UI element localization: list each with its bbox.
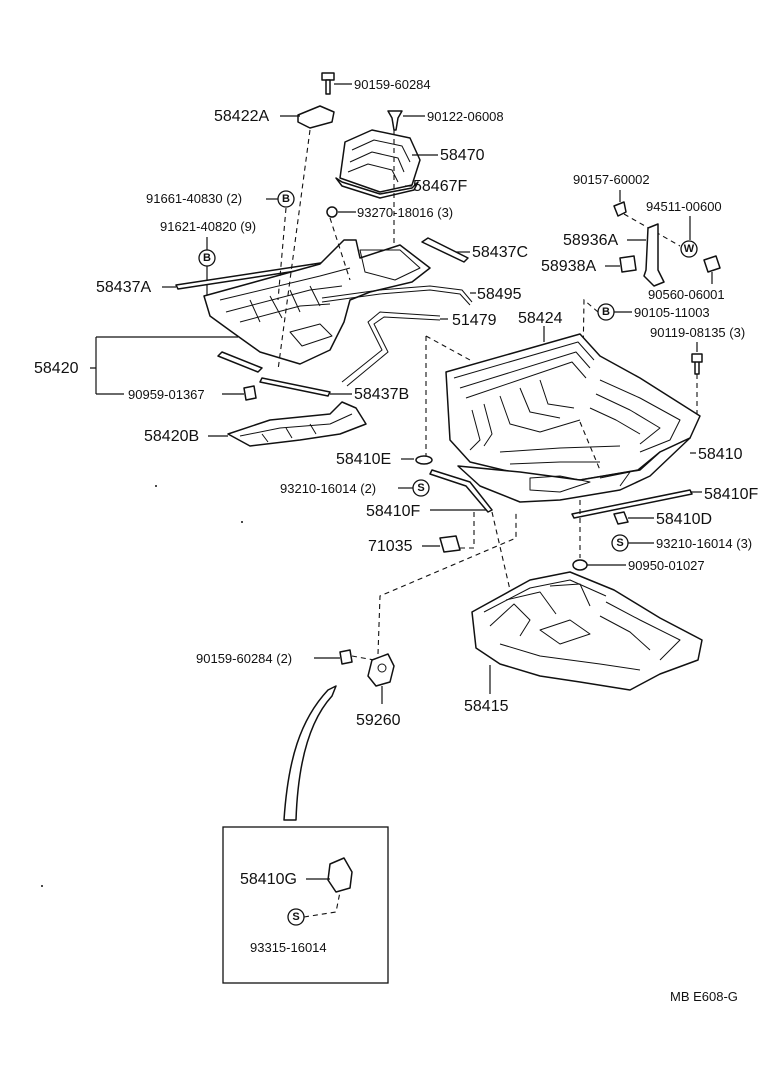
guard-58420B [227, 401, 367, 447]
label-58437C: 58437C [472, 244, 528, 261]
label-58410D: 58410D [656, 511, 712, 528]
label-58410F-right: 58410F [704, 486, 758, 503]
label-90159-60284-2: 90159-60284 (2) [196, 651, 292, 666]
label-58422A: 58422A [214, 108, 269, 125]
label-91621-40820: 91621-40820 (9) [160, 219, 256, 234]
label-93210-16014-3: 93210-16014 (3) [656, 536, 752, 551]
label-90157-60002: 90157-60002 [573, 172, 650, 187]
label-58470: 58470 [440, 147, 485, 164]
clip-90122-06008 [387, 110, 403, 131]
strip-58410F-left [429, 469, 493, 513]
label-90950-01027: 90950-01027 [628, 558, 705, 573]
seal-58495 [321, 285, 473, 306]
label-58437A: 58437A [96, 279, 151, 296]
detail-arrow [283, 685, 337, 821]
bracket-59260 [367, 653, 395, 687]
symbol-s-text-2: S [616, 537, 623, 549]
symbol-s-text-3: S [292, 911, 299, 923]
strip-58437B-upper [217, 351, 263, 373]
label-58410E: 58410E [336, 451, 391, 468]
detail-box [222, 826, 389, 984]
cover-58470 [339, 129, 421, 193]
bolt-90159-60284-2 [339, 649, 353, 665]
label-58410: 58410 [698, 446, 743, 463]
tray-58410 [457, 437, 691, 503]
symbol-b-text: B [282, 193, 290, 205]
label-58420: 58420 [34, 360, 79, 377]
strip-58410F-right [571, 489, 693, 519]
label-90560-06001: 90560-06001 [648, 287, 725, 302]
clip-71035 [439, 535, 461, 553]
clip-58410D [613, 511, 629, 525]
tray-58415 [471, 571, 703, 691]
label-58437B: 58437B [354, 386, 409, 403]
label-93210-16014-2: 93210-16014 (2) [280, 481, 376, 496]
label-90105-11003: 90105-11003 [634, 305, 710, 320]
pipe-51479 [341, 311, 441, 387]
label-94511-00600: 94511-00600 [646, 199, 722, 214]
clip-90950-01027 [572, 559, 588, 571]
washer-58410E [415, 455, 433, 465]
clip-90959-01367 [243, 385, 257, 401]
label-58420B: 58420B [144, 428, 199, 445]
nut-93270-18016 [326, 206, 338, 218]
label-58938A: 58938A [541, 258, 596, 275]
bolt-90159-60284 [321, 72, 335, 95]
label-51479: 51479 [452, 312, 497, 329]
label-90122-06008: 90122-06008 [427, 109, 504, 124]
strip-58437B [259, 377, 331, 397]
symbol-s-circle [412, 479, 430, 497]
strip-58437C [421, 237, 469, 263]
bolt-90157-60002 [613, 201, 627, 217]
symbol-s-text: S [417, 482, 424, 494]
label-90159-60284: 90159-60284 [354, 77, 431, 92]
reference-code: MB E608-G [670, 989, 738, 1004]
label-90119-08135: 90119-08135 (3) [650, 325, 745, 340]
symbol-w-circle [680, 240, 698, 258]
bracket-58936A [643, 223, 665, 287]
symbol-w-text: W [684, 243, 695, 255]
tray-58420 [203, 239, 431, 365]
label-90959-01367: 90959-01367 [128, 387, 205, 402]
label-58495: 58495 [477, 286, 522, 303]
symbol-b-circle [277, 190, 295, 208]
label-58410F-left: 58410F [366, 503, 420, 520]
label-58410G: 58410G [240, 871, 297, 888]
symbol-b-text-2: B [203, 252, 211, 264]
nut-90560-06001 [703, 255, 721, 273]
symbol-b-text-3: B [602, 306, 610, 318]
clip-58410G [327, 857, 353, 893]
bolt-90119-08135 [691, 353, 703, 375]
label-59260: 59260 [356, 712, 401, 729]
label-58936A: 58936A [563, 232, 618, 249]
seal-58467F [335, 177, 419, 199]
label-91661-40830: 91661-40830 (2) [146, 191, 242, 206]
label-93315-16014: 93315-16014 [250, 940, 327, 955]
label-93270-18016: 93270-18016 (3) [357, 205, 453, 220]
label-71035: 71035 [368, 538, 413, 555]
bracket-58422A [297, 105, 335, 129]
clip-58938A [619, 255, 637, 273]
label-58415: 58415 [464, 698, 509, 715]
label-58424: 58424 [518, 310, 563, 327]
label-58467F: 58467F [413, 178, 467, 195]
